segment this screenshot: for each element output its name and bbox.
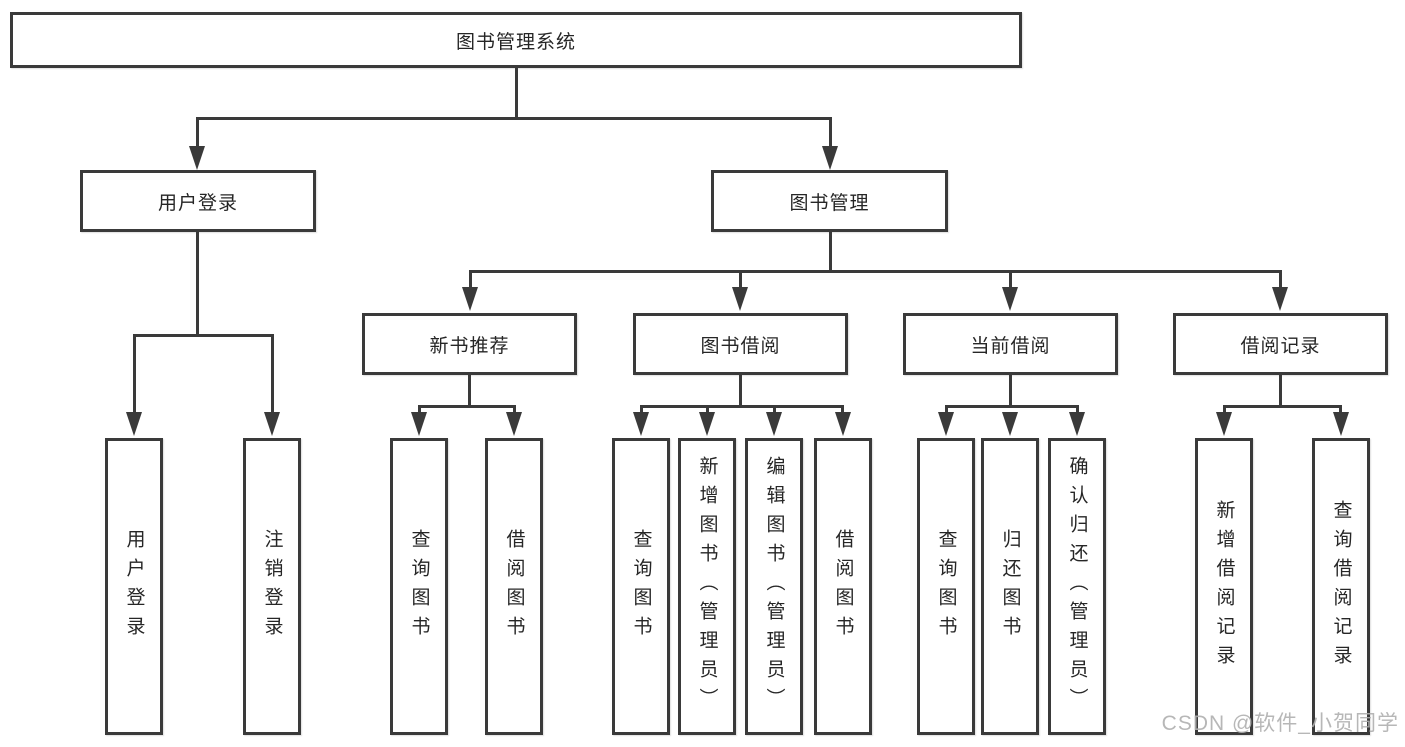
leaf-borrow-query-books-label: 查询图书: [630, 528, 652, 645]
connector-line: [515, 65, 518, 119]
leaf-borrow-query-books: 查询图书: [612, 438, 670, 735]
connector-line: [469, 270, 1282, 273]
leaf-add-books-admin: 新增图书（管理员）: [678, 438, 736, 735]
connector-line: [1223, 405, 1342, 408]
arrow-down-icon: [1272, 287, 1288, 311]
node-new-book-recommend: 新书推荐: [362, 313, 577, 375]
leaf-confirm-return-admin-label: 确认归还（管理员）: [1066, 456, 1088, 717]
leaf-current-query-books-label: 查询图书: [935, 528, 957, 645]
node-book-management: 图书管理: [711, 170, 948, 232]
leaf-recommend-borrow-books-label: 借阅图书: [503, 528, 525, 645]
leaf-logout: 注销登录: [243, 438, 301, 735]
node-user-login: 用户登录: [80, 170, 316, 232]
leaf-edit-books-admin-label: 编辑图书（管理员）: [763, 456, 785, 717]
connector-line: [1279, 373, 1282, 407]
leaf-recommend-query-books-label: 查询图书: [408, 528, 430, 645]
leaf-user-login-label: 用户登录: [123, 528, 145, 645]
arrow-down-icon: [1002, 412, 1018, 436]
connector-line: [196, 230, 199, 337]
connector-line: [945, 405, 1079, 408]
node-root-label: 图书管理系统: [455, 31, 576, 53]
arrow-down-icon: [699, 412, 715, 436]
leaf-query-borrow-record: 查询借阅记录: [1312, 438, 1370, 735]
connector-line: [468, 373, 471, 407]
connector-line: [133, 334, 136, 414]
connector-line: [1339, 405, 1342, 414]
connector-line: [133, 334, 274, 337]
connector-line: [640, 405, 643, 414]
arrow-down-icon: [633, 412, 649, 436]
leaf-add-books-admin-label: 新增图书（管理员）: [696, 456, 718, 717]
node-book-management-label: 图书管理: [789, 192, 870, 214]
arrow-down-icon: [462, 287, 478, 311]
connector-line: [196, 117, 832, 120]
connector-line: [513, 405, 516, 414]
leaf-user-login: 用户登录: [105, 438, 163, 735]
node-current-borrow-label: 当前借阅: [970, 335, 1051, 357]
leaf-edit-books-admin: 编辑图书（管理员）: [745, 438, 803, 735]
node-borrow-records: 借阅记录: [1173, 313, 1388, 375]
arrow-down-icon: [766, 412, 782, 436]
leaf-current-query-books: 查询图书: [917, 438, 975, 735]
arrow-down-icon: [506, 412, 522, 436]
arrow-down-icon: [1333, 412, 1349, 436]
connector-line: [418, 405, 516, 408]
connector-line: [418, 405, 421, 414]
connector-line: [1076, 405, 1079, 414]
arrow-down-icon: [1069, 412, 1085, 436]
leaf-logout-label: 注销登录: [261, 528, 283, 645]
arrow-down-icon: [1216, 412, 1232, 436]
node-new-book-recommend-label: 新书推荐: [429, 335, 510, 357]
connector-line: [1009, 270, 1012, 289]
arrow-down-icon: [411, 412, 427, 436]
connector-line: [1223, 405, 1226, 414]
connector-line: [196, 117, 199, 148]
leaf-borrow-books: 借阅图书: [814, 438, 872, 735]
leaf-add-borrow-record-label: 新增借阅记录: [1213, 499, 1235, 674]
arrow-down-icon: [1002, 287, 1018, 311]
leaf-recommend-borrow-books: 借阅图书: [485, 438, 543, 735]
connector-line: [945, 405, 948, 414]
connector-line: [1009, 373, 1012, 407]
connector-line: [841, 405, 844, 414]
leaf-add-borrow-record: 新增借阅记录: [1195, 438, 1253, 735]
leaf-query-borrow-record-label: 查询借阅记录: [1330, 499, 1352, 674]
arrow-down-icon: [732, 287, 748, 311]
connector-line: [271, 334, 274, 414]
node-book-borrow-label: 图书借阅: [700, 335, 781, 357]
connector-line: [739, 373, 742, 407]
watermark: CSDN @软件_小贺同学: [1161, 712, 1399, 735]
arrow-down-icon: [835, 412, 851, 436]
connector-line: [469, 270, 472, 289]
connector-line: [829, 230, 832, 273]
connector-line: [829, 117, 832, 148]
node-borrow-records-label: 借阅记录: [1240, 335, 1321, 357]
arrow-down-icon: [822, 146, 838, 170]
connector-line: [1279, 270, 1282, 289]
node-current-borrow: 当前借阅: [903, 313, 1118, 375]
arrow-down-icon: [264, 412, 280, 436]
leaf-borrow-books-label: 借阅图书: [832, 528, 854, 645]
connector-line: [706, 405, 709, 414]
leaf-return-books-label: 归还图书: [999, 528, 1021, 645]
node-user-login-label: 用户登录: [157, 192, 238, 214]
node-root: 图书管理系统: [10, 12, 1022, 68]
leaf-recommend-query-books: 查询图书: [390, 438, 448, 735]
connector-line: [640, 405, 844, 408]
arrow-down-icon: [189, 146, 205, 170]
leaf-return-books: 归还图书: [981, 438, 1039, 735]
connector-line: [739, 270, 742, 289]
arrow-down-icon: [126, 412, 142, 436]
connector-line: [773, 405, 776, 414]
arrow-down-icon: [938, 412, 954, 436]
leaf-confirm-return-admin: 确认归还（管理员）: [1048, 438, 1106, 735]
node-book-borrow: 图书借阅: [633, 313, 848, 375]
